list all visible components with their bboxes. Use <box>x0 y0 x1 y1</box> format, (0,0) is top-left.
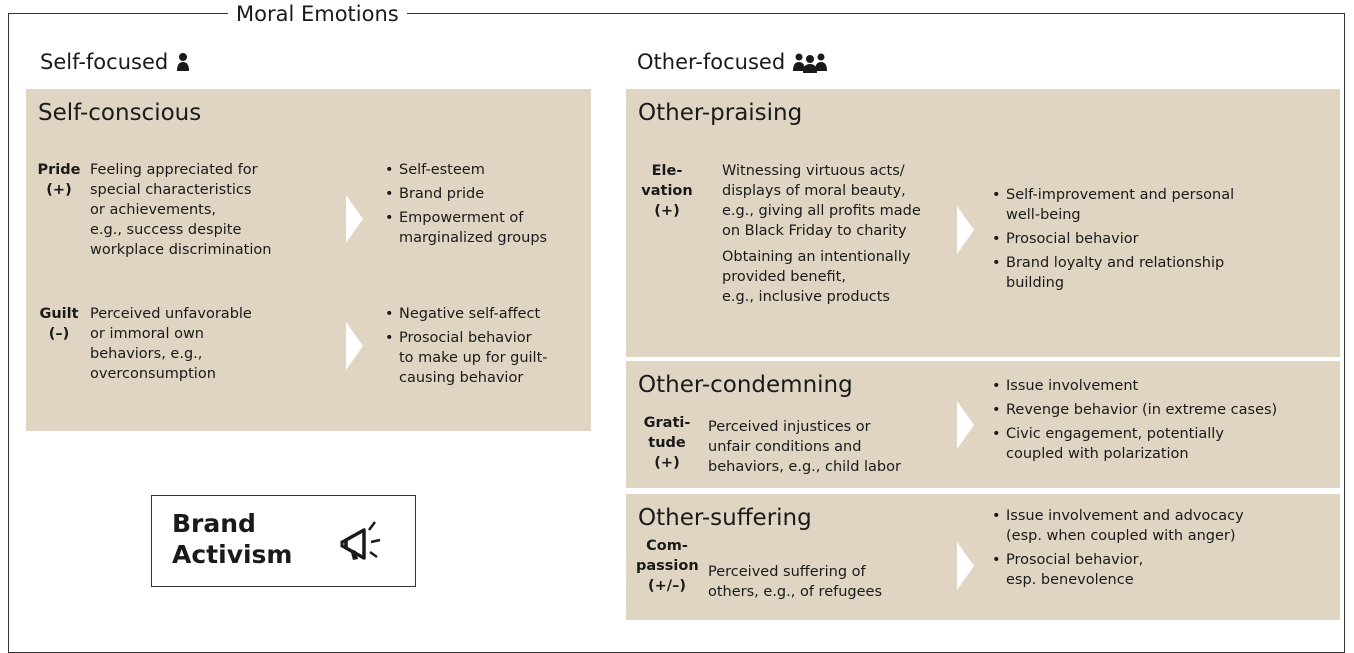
description-elevation-1: Witnessing virtuous acts/ displays of mo… <box>722 163 921 239</box>
arrow-chevron-icon <box>957 401 974 449</box>
emotion-pride: Pride (+) <box>37 162 81 198</box>
self-conscious-panel: Self-conscious Pride (+) Feeling appreci… <box>26 89 591 431</box>
other-focused-heading: Other-focused <box>637 48 828 76</box>
brand-activism-label: Brand Activism <box>172 509 293 569</box>
outcome-item: Self-esteem <box>385 160 585 180</box>
outcomes-guilt: Negative self-affectProsocial behavior t… <box>385 304 585 392</box>
arrow-chevron-icon <box>346 322 363 370</box>
panel-title-other-praising: Other-praising <box>638 100 803 126</box>
panel-title-self-conscious: Self-conscious <box>38 100 202 126</box>
description-guilt: Perceived unfavorable or immoral own beh… <box>90 306 252 382</box>
outcome-item: Brand pride <box>385 184 585 204</box>
emotion-elevation: Ele- vation (+) <box>641 163 693 219</box>
arrow-chevron-icon <box>957 206 974 254</box>
arrow-chevron-icon <box>346 195 363 243</box>
description-gratitude: Perceived injustices or unfair condition… <box>708 419 901 475</box>
description-pride: Feeling appreciated for special characte… <box>90 162 272 258</box>
outcome-item: Issue involvement and advocacy (esp. whe… <box>992 506 1332 546</box>
description-compassion: Perceived suffering of others, e.g., of … <box>708 564 883 600</box>
outcome-item: Empowerment of marginalized groups <box>385 208 585 248</box>
outcomes-gratitude: Issue involvementRevenge behavior (in ex… <box>992 376 1332 468</box>
emotion-gratitude: Grati- tude (+) <box>643 415 691 471</box>
emotion-compassion: Com- passion (+/–) <box>636 538 699 594</box>
arrow-chevron-icon <box>957 542 974 590</box>
self-focused-label: Self-focused <box>40 50 169 74</box>
megaphone-icon <box>340 521 381 560</box>
outcomes-pride: Self-esteemBrand prideEmpowerment of mar… <box>385 160 585 252</box>
person-icon <box>177 53 190 71</box>
outcome-item: Negative self-affect <box>385 304 585 324</box>
emotion-guilt: Guilt (–) <box>39 306 79 342</box>
outcome-item: Revenge behavior (in extreme cases) <box>992 400 1332 420</box>
self-focused-heading: Self-focused <box>40 48 190 76</box>
outcome-item: Self-improvement and personal well-being <box>992 185 1312 225</box>
description-elevation-2: Obtaining an intentionally provided bene… <box>722 249 911 305</box>
outcomes-elevation: Self-improvement and personal well-being… <box>992 185 1312 297</box>
other-focused-label: Other-focused <box>637 50 786 74</box>
outcome-item: Issue involvement <box>992 376 1332 396</box>
outcome-item: Prosocial behavior to make up for guilt-… <box>385 328 585 388</box>
panel-title-other-condemning: Other-condemning <box>638 372 853 398</box>
outcomes-compassion: Issue involvement and advocacy (esp. whe… <box>992 506 1332 594</box>
outcome-item: Prosocial behavior, esp. benevolence <box>992 550 1332 590</box>
group-icon <box>793 53 828 73</box>
brand-activism-box: Brand Activism <box>151 495 416 587</box>
outcome-item: Prosocial behavior <box>992 229 1312 249</box>
other-suffering-panel: Other-suffering Com- passion (+/–) Perce… <box>626 494 1340 620</box>
other-praising-panel: Other-praising Ele- vation (+) Witnessin… <box>626 89 1340 357</box>
panel-title-other-suffering: Other-suffering <box>638 505 812 531</box>
outcome-item: Civic engagement, potentially coupled wi… <box>992 424 1332 464</box>
outcome-item: Brand loyalty and relationship building <box>992 253 1312 293</box>
other-condemning-panel: Other-condemning Grati- tude (+) Perceiv… <box>626 361 1340 488</box>
diagram-title: Moral Emotions <box>228 0 407 28</box>
